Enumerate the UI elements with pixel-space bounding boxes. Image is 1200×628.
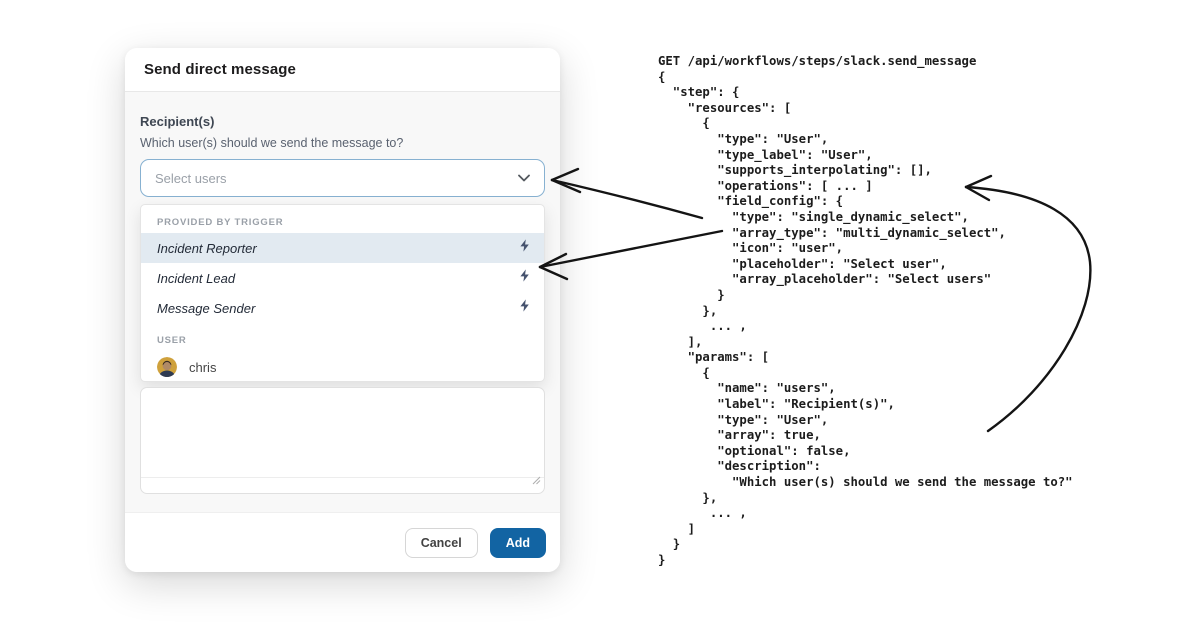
dropdown-section-header-user: USER	[157, 335, 187, 346]
option-label: Message Sender	[157, 300, 256, 316]
recipients-field-label: Recipient(s)	[140, 114, 215, 129]
lightning-bolt-icon	[519, 239, 530, 257]
lightning-bolt-icon	[519, 299, 530, 317]
option-user-chris[interactable]: chris	[141, 351, 544, 383]
message-textarea[interactable]	[140, 387, 545, 494]
add-button[interactable]: Add	[489, 527, 546, 558]
cancel-button[interactable]: Cancel	[404, 527, 478, 558]
chevron-down-icon	[518, 169, 530, 187]
recipients-dropdown: PROVIDED BY TRIGGER Incident Reporter In…	[140, 204, 545, 382]
option-message-sender[interactable]: Message Sender	[141, 293, 544, 323]
dropdown-section-header-trigger: PROVIDED BY TRIGGER	[157, 217, 284, 228]
option-label: chris	[189, 359, 217, 375]
option-label: Incident Lead	[157, 270, 236, 286]
option-incident-lead[interactable]: Incident Lead	[141, 263, 544, 293]
textarea-divider	[141, 477, 544, 478]
modal-footer: Cancel Add	[125, 512, 560, 572]
user-avatar	[157, 357, 177, 377]
option-incident-reporter[interactable]: Incident Reporter	[141, 233, 544, 263]
modal-body: Recipient(s) Which user(s) should we sen…	[125, 92, 560, 512]
modal-header: Send direct message	[125, 48, 560, 92]
recipients-select-placeholder: Select users	[155, 170, 227, 186]
option-label: Incident Reporter	[157, 240, 257, 256]
send-direct-message-modal: Send direct message Recipient(s) Which u…	[125, 48, 560, 572]
api-response-code: GET /api/workflows/steps/slack.send_mess…	[658, 54, 1073, 567]
resize-grip-icon[interactable]	[531, 472, 541, 490]
lightning-bolt-icon	[519, 269, 530, 287]
recipients-field-description: Which user(s) should we send the message…	[140, 136, 404, 150]
modal-title: Send direct message	[144, 61, 296, 78]
recipients-select[interactable]: Select users	[140, 159, 545, 197]
